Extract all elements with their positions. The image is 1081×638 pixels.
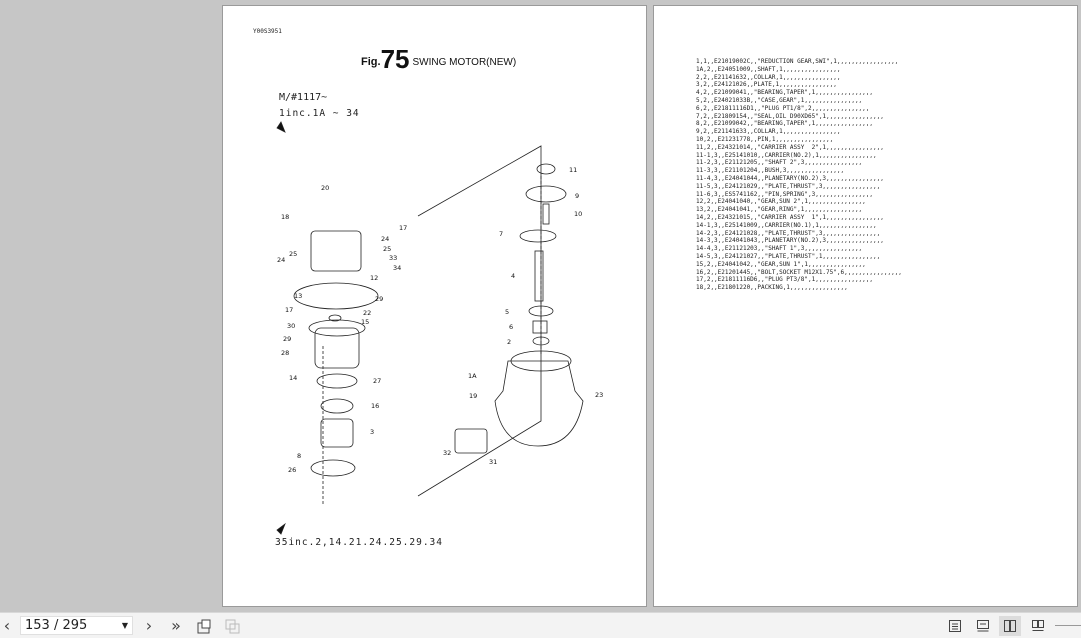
parts-list-row: 3,2,,E24121026,,PLATE,1,,,,,,,,,,,,,,,, <box>696 81 837 89</box>
parts-list-row: 17,2,,E21811116D6,,"PLUG PT3/8",1,,,,,,,… <box>696 276 874 284</box>
parts-list-row: 9,2,,E21141633,,COLLAR,1,,,,,,,,,,,,,,,, <box>696 128 841 136</box>
callout-label: 16 <box>371 402 379 410</box>
parts-list-row: 7,2,,E21809154,,"SEAL,OIL D90XD65",1,,,,… <box>696 112 884 120</box>
document-id: Y00S3951 <box>253 28 282 35</box>
parts-list-row: 1A,2,,E24051009,,SHAFT,1,,,,,,,,,,,,,,,, <box>696 65 841 73</box>
callout-label: 19 <box>469 392 477 400</box>
callout-label: 2 <box>507 338 511 346</box>
callout-label: 33 <box>389 254 397 262</box>
fig-prefix: Fig. <box>361 56 381 68</box>
parts-list-row: 5,2,,E24021033B,,"CASE,GEAR",1,,,,,,,,,,… <box>696 96 863 104</box>
parts-list-row: 15,2,,E24041042,,"GEAR,SUN 1",1,,,,,,,,,… <box>696 260 866 268</box>
double-chevron-right-icon[interactable]: » <box>171 616 181 635</box>
callout-label: 12 <box>370 274 378 282</box>
chevron-left-icon[interactable]: ‹ <box>3 616 11 635</box>
parts-list-row: 14,2,,E24321015,,"CARRIER ASSY 1",1,,,,,… <box>696 213 884 221</box>
parts-list-row: 11,2,,E24321014,,"CARRIER ASSY 2",1,,,,,… <box>696 143 884 151</box>
o-ring-29 <box>293 282 379 310</box>
includes-note-35: 35inc.2,14.21.24.25.29.34 <box>275 537 443 548</box>
parts-list-row: 11-2,3,,E21121205,,"SHAFT 2",3,,,,,,,,,,… <box>696 159 863 167</box>
parts-list-row: 8,2,,E21099042,,"BEARING,TAPER",1,,,,,,,… <box>696 120 874 128</box>
single-page-icon[interactable] <box>944 616 966 636</box>
parts-list-row: 4,2,,E21099041,,"BEARING,TAPER",1,,,,,,,… <box>696 89 874 97</box>
parts-list-row: 1,1,,E21019002C,,"REDUCTION GEAR,SWI",1,… <box>696 58 899 65</box>
fig-number: 75 <box>380 44 410 74</box>
callout-label: 18 <box>281 213 289 221</box>
callout-label: 29 <box>283 335 291 343</box>
callout-label: 14 <box>289 374 297 382</box>
callout-label: 15 <box>361 318 369 326</box>
callout-label: 10 <box>574 210 582 218</box>
parts-list-row: 11-4,3,,E24041044,,PLANETARY(NO.2),3,,,,… <box>696 174 884 182</box>
callout-label: 34 <box>393 264 401 272</box>
callout-label: 31 <box>489 458 497 466</box>
callout-label: 13 <box>294 292 302 300</box>
parts-list-row: 10,2,,E21231778,,PIN,1,,,,,,,,,,,,,,,, <box>696 135 834 143</box>
page-indicator: 153 / 295 <box>25 618 88 633</box>
callout-label: 26 <box>288 466 296 474</box>
callout-label: 5 <box>505 308 509 316</box>
includes-note-1: 1inc.1A ~ 34 <box>279 108 360 119</box>
parts-list-row: 13,2,,E24041041,,"GEAR,RING",1,,,,,,,,,,… <box>696 206 863 214</box>
parts-list: 1,1,,E21019002C,,"REDUCTION GEAR,SWI",1,… <box>696 58 902 292</box>
parts-list-row: 14-1,3,,E25141009,,CARRIER(NO.1),1,,,,,,… <box>696 221 877 229</box>
callout-label: 17 <box>285 306 293 314</box>
parts-list-row: 14-5,3,,E24121027,,"PLATE,THRUST",1,,,,,… <box>696 252 881 260</box>
serial-range: M/#1117~ <box>279 92 328 103</box>
parts-list-row: 11-3,3,,E21101204,,BUSH,3,,,,,,,,,,,,,,,… <box>696 167 845 175</box>
zoom-slider[interactable] <box>1055 625 1081 626</box>
callout-label: 30 <box>287 322 295 330</box>
callout-label: 4 <box>511 272 515 280</box>
compare-page-icon[interactable] <box>222 616 242 635</box>
parts-list-row: 14-3,3,,E24041043,,PLANETARY(NO.2),3,,,,… <box>696 237 884 245</box>
callout-label: 25 <box>383 245 391 253</box>
callout-label: 1A <box>468 372 477 380</box>
callout-label: 27 <box>373 377 381 385</box>
continuous-page-icon[interactable] <box>972 616 994 636</box>
callout-label: 25 <box>289 250 297 258</box>
diagram-parts <box>276 121 584 535</box>
two-page-continuous-icon[interactable] <box>1027 616 1049 636</box>
parts-list-row: 14-4,3,,E21121203,,"SHAFT 1",3,,,,,,,,,,… <box>696 245 863 253</box>
callout-label: 7 <box>499 230 503 238</box>
dropdown-arrow-icon: ▼ <box>121 621 128 630</box>
chevron-right-icon[interactable]: › <box>145 616 153 635</box>
callout-label: 24 <box>381 235 389 243</box>
parts-list-row: 2,2,,E21141632,,COLLAR,1,,,,,,,,,,,,,,,, <box>696 73 841 81</box>
parts-list-row: 6,2,,E21811116D1,,"PLUG PT1/8",2,,,,,,,,… <box>696 104 870 112</box>
valve-body <box>310 230 362 272</box>
parts-list-row: 11-5,3,,E24121029,,"PLATE,THRUST",3,,,,,… <box>696 182 881 190</box>
parts-list-row: 11-1,3,,E25141010,,CARRIER(NO.2),1,,,,,,… <box>696 151 877 159</box>
page-selector[interactable]: 153 / 295 ▼ <box>20 616 133 635</box>
callout-label: 3 <box>370 428 374 436</box>
callout-label: 22 <box>363 309 371 317</box>
fig-title: SWING MOTOR(NEW) <box>412 57 517 68</box>
callout-label: 29 <box>375 295 383 303</box>
two-page-icon[interactable] <box>999 616 1021 636</box>
callout-label: 24 <box>277 256 285 264</box>
callout-label: 28 <box>281 349 289 357</box>
pointer-arrow-1 <box>276 121 286 133</box>
callout-label: 11 <box>569 166 577 174</box>
callout-label: 20 <box>321 184 329 192</box>
bottom-toolbar: ‹ 153 / 295 ▼ › » <box>0 612 1081 638</box>
callout-label: 17 <box>399 224 407 232</box>
parts-list-row: 14-2,3,,E24121028,,"PLATE,THRUST",3,,,,,… <box>696 229 881 237</box>
parts-list-row: 16,2,,E21201445,,"BOLT,SOCKET M12X1.75",… <box>696 268 902 276</box>
parts-list-row: 18,2,,E21801220,,PACKING,1,,,,,,,,,,,,,,… <box>696 284 848 292</box>
parts-list-row: 11-6,3,,ES5741162,,"PIN,SPRING",3,,,,,,,… <box>696 190 874 198</box>
rotate-page-icon[interactable] <box>194 616 214 635</box>
callout-label: 32 <box>443 449 451 457</box>
callout-label: 8 <box>297 452 301 460</box>
pdf-page-right: 1,1,,E21019002C,,"REDUCTION GEAR,SWI",1,… <box>653 5 1078 607</box>
pointer-arrow-35 <box>276 522 286 535</box>
parts-list-row: 12,2,,E24041040,,"GEAR,SUN 2",1,,,,,,,,,… <box>696 198 866 206</box>
callout-label: 6 <box>509 323 513 331</box>
callout-label: 23 <box>595 391 603 399</box>
callout-label: 9 <box>575 192 579 200</box>
